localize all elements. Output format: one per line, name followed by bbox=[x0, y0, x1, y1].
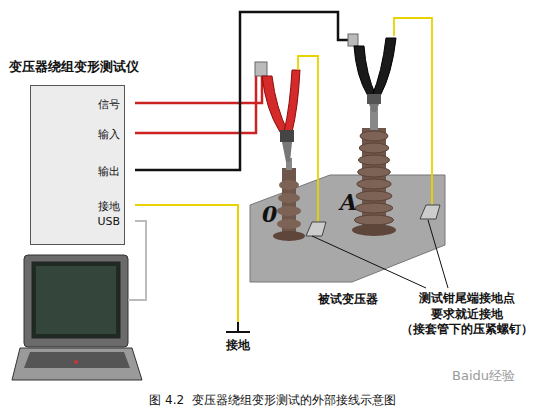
terminal-label: 0 bbox=[262, 200, 277, 229]
clamp-tail-ground bbox=[394, 18, 432, 205]
note: 测试钳尾端接地点 要求就近接地 （接套管下的压紧螺钉） bbox=[394, 291, 540, 338]
black-clamp bbox=[348, 34, 396, 112]
laptop bbox=[12, 255, 142, 380]
watermark: Baidu经验 bbox=[452, 368, 515, 385]
ground-label: 接地 bbox=[226, 338, 250, 354]
ground-symbol bbox=[226, 322, 250, 332]
figure-caption: 图 4.2 变压器绕组变形测试的外部接线示意图 bbox=[149, 392, 396, 409]
port-label: 信号 bbox=[98, 97, 120, 112]
input-wire bbox=[135, 76, 256, 133]
transformer-label: 被试变压器 bbox=[318, 291, 378, 308]
bushing-0 bbox=[273, 158, 305, 241]
ground-wire bbox=[135, 205, 238, 322]
port-label: 输入 bbox=[98, 127, 120, 142]
earth-clip bbox=[306, 205, 440, 236]
clamp-tail-ground bbox=[298, 56, 318, 222]
leader-line bbox=[312, 220, 448, 288]
bushing-a bbox=[352, 108, 396, 236]
instrument-box: 变压器绕组变形测试仪信号输入输出接地USB bbox=[30, 85, 125, 245]
transformer-plate bbox=[250, 175, 445, 282]
terminal-label: A bbox=[340, 188, 357, 217]
port-label: USB bbox=[97, 215, 120, 228]
usb-cable bbox=[128, 221, 146, 300]
signal-wire bbox=[135, 70, 262, 103]
port-label: 输出 bbox=[98, 164, 120, 179]
output-wire bbox=[135, 12, 352, 170]
red-clamp bbox=[255, 62, 300, 162]
port-label: 接地 bbox=[98, 199, 120, 214]
instrument-title: 变压器绕组变形测试仪 bbox=[9, 58, 139, 76]
